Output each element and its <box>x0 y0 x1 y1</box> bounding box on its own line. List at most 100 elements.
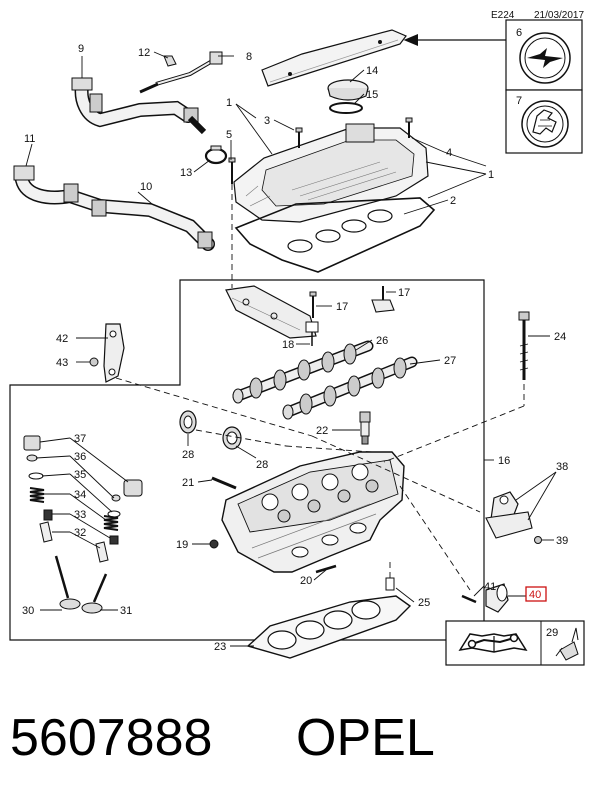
callout-42[interactable]: 42 <box>56 333 68 345</box>
bolt-41 <box>461 594 477 604</box>
camshaft-carrier <box>225 285 317 339</box>
brand-name: OPEL <box>296 709 435 767</box>
callout-40[interactable]: 40 <box>529 589 541 601</box>
cylinder-head <box>221 451 405 573</box>
lifting-eye-38 <box>485 491 533 539</box>
lifting-eye-40 <box>485 583 509 613</box>
callout-32[interactable]: 32 <box>74 527 86 539</box>
badge-number-7[interactable]: 7 <box>516 95 522 107</box>
oil-filler-cap <box>327 79 369 114</box>
callout-36[interactable]: 36 <box>74 451 86 463</box>
callout-23[interactable]: 23 <box>214 641 226 653</box>
callout-43[interactable]: 43 <box>56 357 68 369</box>
callout-33[interactable]: 33 <box>74 509 86 521</box>
plug-19 <box>209 539 219 549</box>
hose-clamp-13 <box>204 145 228 165</box>
callout-17b[interactable]: 17 <box>398 287 410 299</box>
dowel-25 <box>385 577 395 591</box>
camshaft-intake <box>282 356 418 420</box>
callout-27[interactable]: 27 <box>444 355 456 367</box>
head-gasket <box>246 595 412 659</box>
clip-12 <box>163 55 177 67</box>
callout-29[interactable]: 29 <box>546 627 558 639</box>
callout-10[interactable]: 10 <box>140 181 152 193</box>
callout-15[interactable]: 15 <box>366 89 378 101</box>
engine-cover <box>261 29 407 87</box>
vauxhall-griffin-icon <box>521 100 569 148</box>
page-code: E224 <box>491 10 515 21</box>
seal-28-right <box>222 426 242 450</box>
highlight-frame-40 <box>525 586 547 602</box>
callout-24[interactable]: 24 <box>554 331 566 343</box>
bolt-17 <box>309 291 317 318</box>
cover-bolt-4 <box>405 117 413 138</box>
callout-8[interactable]: 8 <box>246 51 252 63</box>
callout-28b[interactable]: 28 <box>256 459 268 471</box>
callout-37[interactable]: 37 <box>74 433 86 445</box>
opel-logo-icon <box>519 32 571 84</box>
valve-cover-gasket <box>234 197 436 273</box>
callout-labels: 1 1 2 3 4 5 8 9 10 11 12 13 14 15 16 17 … <box>22 27 568 653</box>
bolt-39 <box>534 536 542 544</box>
stud-21 <box>211 476 237 490</box>
valve-seal-33 <box>43 509 119 545</box>
callout-1b[interactable]: 1 <box>488 169 494 181</box>
stud-20 <box>315 564 337 574</box>
badge-box-6[interactable] <box>505 19 583 91</box>
legend-box <box>445 620 585 666</box>
cover-bolt-3 <box>295 127 303 148</box>
breather-hose-upper <box>71 51 223 135</box>
badge-number-6[interactable]: 6 <box>516 27 522 39</box>
breather-hose-lower <box>13 165 215 251</box>
manual-wrench-icon <box>458 633 528 653</box>
callout-31[interactable]: 31 <box>120 605 132 617</box>
collet-36 <box>26 454 121 502</box>
head-bolt <box>518 311 530 380</box>
callout-1a[interactable]: 1 <box>226 97 232 109</box>
cover-stud-5 <box>228 157 236 184</box>
callout-9[interactable]: 9 <box>78 43 84 55</box>
callout-28a[interactable]: 28 <box>182 449 194 461</box>
callout-38[interactable]: 38 <box>556 461 568 473</box>
valve-31 <box>81 573 108 614</box>
bolt-43 <box>89 357 99 367</box>
callout-34[interactable]: 34 <box>74 489 86 501</box>
callout-26[interactable]: 26 <box>376 335 388 347</box>
cylinder-head-frame <box>9 279 485 641</box>
callout-17a[interactable]: 17 <box>336 301 348 313</box>
callout-14[interactable]: 14 <box>366 65 378 77</box>
callout-41[interactable]: 41 <box>484 581 496 593</box>
callout-2[interactable]: 2 <box>450 195 456 207</box>
spark-plug <box>359 411 371 445</box>
callout-13[interactable]: 13 <box>180 167 192 179</box>
valve-spring-34 <box>29 487 119 531</box>
valve-30 <box>54 555 81 610</box>
sealant-tube-icon <box>555 627 579 661</box>
callout-22[interactable]: 22 <box>316 425 328 437</box>
callout-11[interactable]: 11 <box>24 133 35 145</box>
callout-25[interactable]: 25 <box>418 597 430 609</box>
camshaft-exhaust <box>232 340 374 404</box>
callout-4[interactable]: 4 <box>446 147 452 159</box>
part-number: 5607888 <box>10 709 213 767</box>
callout-12[interactable]: 12 <box>138 47 150 59</box>
diagram-date: 21/03/2017 <box>534 10 585 21</box>
bearing-cap-17 <box>371 286 395 313</box>
callout-39[interactable]: 39 <box>556 535 568 547</box>
callout-21[interactable]: 21 <box>182 477 194 489</box>
badge-box-7[interactable] <box>505 89 583 154</box>
callout-19[interactable]: 19 <box>176 539 188 551</box>
dowel-18 <box>305 321 319 346</box>
callout-3[interactable]: 3 <box>264 115 270 127</box>
assembly-lines <box>115 184 525 591</box>
callout-16[interactable]: 16 <box>498 455 510 467</box>
callout-35[interactable]: 35 <box>74 469 86 481</box>
callout-30[interactable]: 30 <box>22 605 34 617</box>
callout-18[interactable]: 18 <box>282 339 294 351</box>
leader-lines <box>25 51 557 647</box>
callout-20[interactable]: 20 <box>300 575 312 587</box>
callout-5[interactable]: 5 <box>226 129 232 141</box>
bracket-42 <box>103 323 125 383</box>
seal-28-left <box>179 410 197 434</box>
